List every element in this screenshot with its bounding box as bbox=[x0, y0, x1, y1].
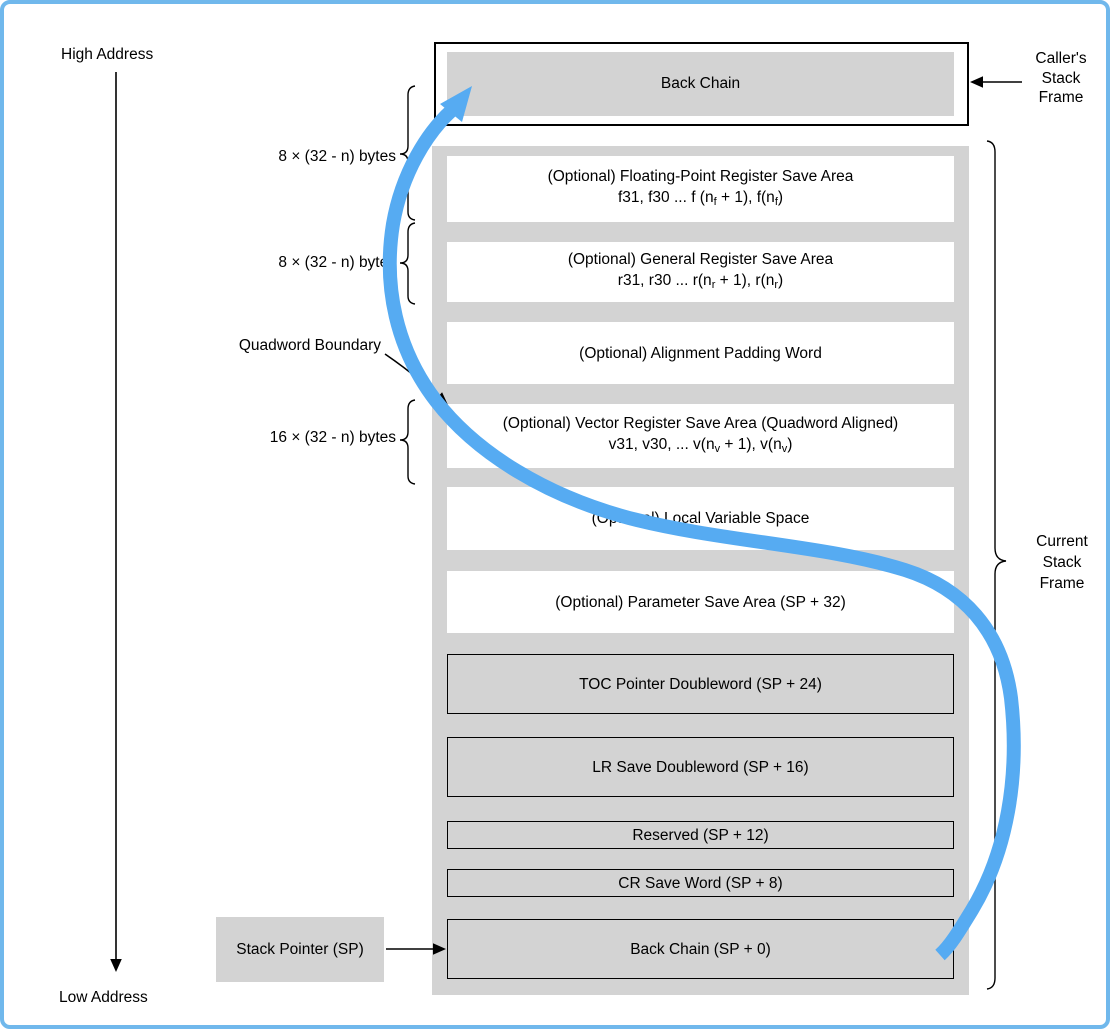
row-label: r31, r30 ... r(nr + 1), r(nr) bbox=[617, 271, 784, 291]
row-label: (Optional) Alignment Padding Word bbox=[579, 344, 822, 362]
callers-stack-frame-label: Caller's Stack Frame bbox=[1035, 50, 1087, 106]
row-parameter-save-area: (Optional) Parameter Save Area (SP + 32) bbox=[447, 571, 954, 633]
quadword-boundary-label: Quadword Boundary bbox=[238, 337, 381, 354]
fp-size-brace bbox=[399, 85, 416, 221]
row-label: CR Save Word (SP + 8) bbox=[618, 874, 783, 892]
caller-back-chain-label: Back Chain bbox=[660, 75, 741, 92]
row-label: f31, f30 ... f (nf + 1), f(nf) bbox=[617, 188, 784, 208]
current-frame-brace bbox=[986, 140, 1007, 990]
row-label: LR Save Doubleword (SP + 16) bbox=[592, 758, 809, 776]
gr-size-brace bbox=[399, 222, 416, 305]
fp-size-label: 8 × (32 - n) bytes bbox=[278, 148, 396, 165]
down-arrowhead-icon bbox=[110, 959, 122, 972]
row-vector-register-save-area: (Optional) Vector Register Save Area (Qu… bbox=[447, 404, 954, 468]
stack-pointer-box: Stack Pointer (SP) bbox=[216, 917, 384, 982]
row-alignment-padding-word: (Optional) Alignment Padding Word bbox=[447, 322, 954, 384]
row-local-variable-space: (Optional) Local Variable Space bbox=[447, 487, 954, 550]
vr-size-label: 16 × (32 - n) bytes bbox=[269, 429, 396, 446]
caller-back-chain-cell: Back Chain bbox=[447, 52, 954, 116]
vr-size-brace bbox=[399, 399, 416, 485]
current-stack-frame-label: Current Stack Frame bbox=[1036, 533, 1088, 592]
high-address-label: High Address bbox=[61, 46, 154, 63]
row-cr-save-word: CR Save Word (SP + 8) bbox=[447, 869, 954, 897]
row-label: (Optional) Local Variable Space bbox=[591, 510, 810, 527]
row-label: Back Chain (SP + 0) bbox=[630, 940, 771, 958]
row-toc-pointer-doubleword: TOC Pointer Doubleword (SP + 24) bbox=[447, 654, 954, 714]
stack-frame-container: (Optional) Floating-Point Register Save … bbox=[432, 146, 969, 995]
row-label: Reserved (SP + 12) bbox=[632, 826, 769, 844]
row-fp-register-save-area: (Optional) Floating-Point Register Save … bbox=[447, 156, 954, 222]
gr-size-label: 8 × (32 - n) bytes bbox=[278, 254, 396, 271]
row-label: (Optional) Parameter Save Area (SP + 32) bbox=[555, 593, 846, 611]
row-label: TOC Pointer Doubleword (SP + 24) bbox=[579, 675, 822, 693]
stack-pointer-label: Stack Pointer (SP) bbox=[236, 940, 364, 958]
row-label: (Optional) Vector Register Save Area (Qu… bbox=[502, 414, 899, 432]
row-label: (Optional) General Register Save Area bbox=[567, 250, 834, 268]
row-label: v31, v30, ... v(nv + 1), v(nv) bbox=[608, 435, 793, 455]
low-address-label: Low Address bbox=[59, 989, 148, 1006]
row-back-chain-sp0: Back Chain (SP + 0) bbox=[447, 919, 954, 979]
caller-frame-box: Back Chain bbox=[434, 42, 969, 126]
row-general-register-save-area: (Optional) General Register Save Area r31… bbox=[447, 242, 954, 302]
row-label: (Optional) Floating-Point Register Save … bbox=[547, 167, 854, 185]
row-lr-save-doubleword: LR Save Doubleword (SP + 16) bbox=[447, 737, 954, 797]
row-reserved: Reserved (SP + 12) bbox=[447, 821, 954, 849]
left-arrowhead-icon bbox=[970, 76, 983, 88]
